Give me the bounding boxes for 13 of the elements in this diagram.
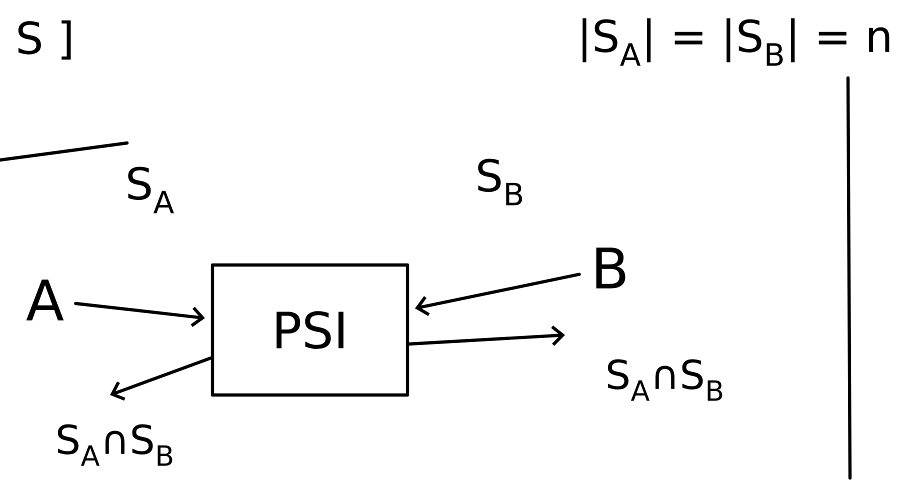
handwritten-label: S ]	[18, 20, 71, 60]
arrow	[408, 325, 565, 346]
handwritten-label: S$_{A}$	[128, 166, 174, 214]
edge-label: S$_{A}$∩S$_{B}$	[603, 357, 727, 403]
handwritten-letter: B	[596, 248, 626, 288]
process-box: PSI	[210, 263, 410, 397]
handwritten-label: |S$_{A}$| = |S$_{B}$| = n	[582, 18, 890, 66]
arrow	[74, 302, 205, 327]
arrow	[110, 356, 212, 401]
arrow	[414, 272, 581, 316]
handwritten-label: S$_{B}$	[478, 158, 522, 206]
handwritten-letter: A	[26, 280, 64, 320]
edge-label: S$_{A}$∩S$_{B}$	[53, 422, 177, 468]
